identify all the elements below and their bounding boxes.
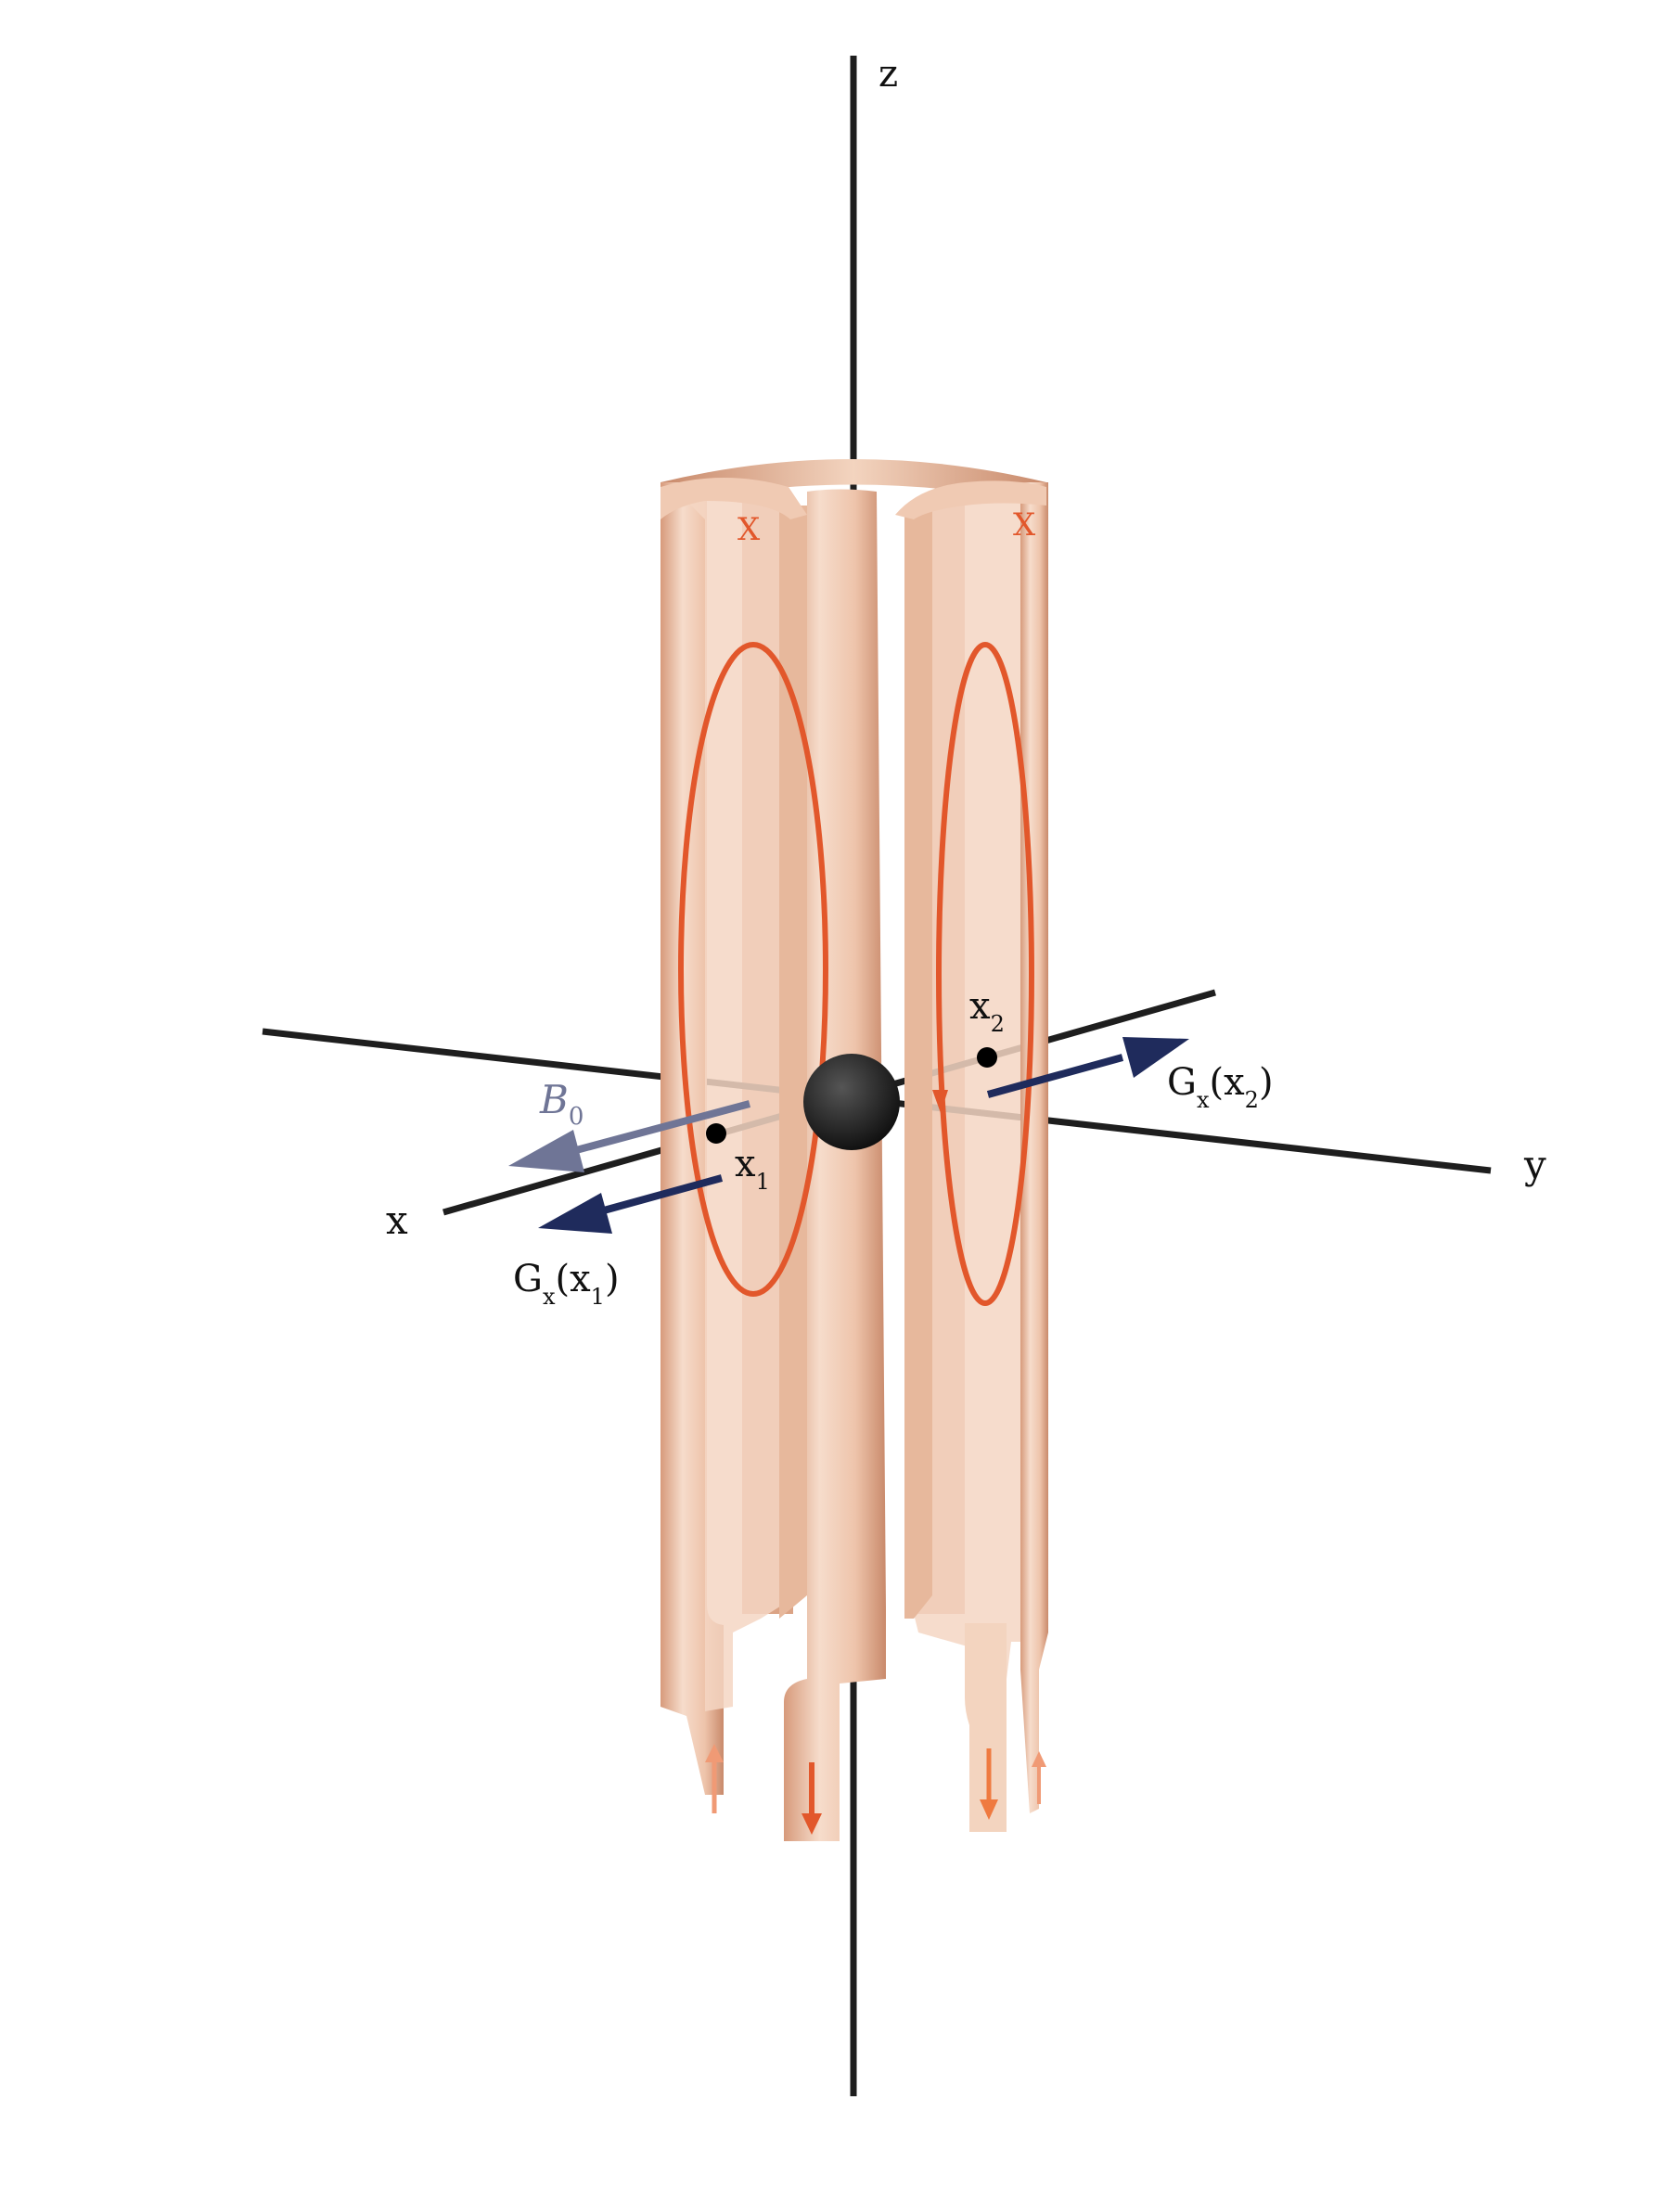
coil-right-tail (965, 1623, 1007, 1832)
coil-back-rim (660, 459, 1046, 506)
arrow-down-icon (932, 1090, 948, 1113)
lead-arrow-down-right (980, 1748, 998, 1820)
coil-front-rim (895, 480, 1046, 519)
gradient-g1-base: G (513, 1258, 543, 1300)
b0-symbol: B (539, 1077, 569, 1122)
gradient-g2-close: ) (1259, 1061, 1274, 1104)
coil-left-inner-leg (779, 506, 807, 1619)
coil-center-leg (784, 489, 886, 1841)
gradient-g2-sub1: x (1197, 1087, 1210, 1113)
current-loop-left (678, 642, 828, 1297)
gradient-label-x1: Gx(x1) (513, 1258, 620, 1310)
gradient-arrow-x2 (986, 1054, 1124, 1098)
b0-label: B0 (539, 1077, 584, 1131)
point-x2 (977, 1047, 997, 1068)
gradient-arrowhead-x1 (538, 1193, 612, 1234)
point-x2-label: x2 (969, 985, 1005, 1037)
gradient-g1-close: ) (605, 1258, 620, 1300)
gradient-g2-open: (x (1210, 1061, 1246, 1104)
point-x1 (706, 1123, 726, 1144)
point-x2-base: x (969, 985, 991, 1028)
x-axis-label: x (386, 1197, 408, 1243)
z-axis-label: z (878, 53, 898, 96)
gradient-arrow-x1 (592, 1174, 724, 1217)
current-loop-right (936, 642, 1034, 1306)
gradient-label-x2: Gx(x2) (1167, 1061, 1274, 1113)
point-x2-sub: 2 (991, 1011, 1005, 1037)
gradient-g1-open: (x (556, 1258, 592, 1300)
lead-arrow-down-center (802, 1762, 822, 1835)
gradient-g1-sub2: 1 (591, 1284, 605, 1310)
point-x1-label: x1 (735, 1143, 770, 1195)
lead-arrow-up-left (705, 1744, 724, 1813)
coil-cross-mark-right: X (1013, 506, 1036, 544)
origin-sphere (803, 1054, 900, 1150)
b0-arrow (564, 1100, 751, 1157)
gradient-g2-base: G (1167, 1061, 1197, 1104)
b0-subscript: 0 (569, 1103, 584, 1131)
b0-arrowhead (508, 1130, 584, 1172)
coil-cross-mark-left: X (737, 511, 761, 548)
gradient-arrowhead-x2 (1122, 1037, 1189, 1078)
coil-front-rim (660, 478, 807, 519)
gradient-g1-sub1: x (543, 1284, 556, 1310)
lead-arrow-up-right (1032, 1751, 1046, 1804)
coil-left-frame (677, 485, 798, 1712)
coil-right-frame (909, 486, 1044, 1725)
gradient-g2-sub2: 2 (1245, 1087, 1259, 1113)
y-axis-label: y (1523, 1142, 1546, 1187)
point-x1-sub: 1 (756, 1169, 770, 1195)
point-x1-base: x (735, 1143, 756, 1185)
coil-right-inner-leg (904, 506, 932, 1619)
